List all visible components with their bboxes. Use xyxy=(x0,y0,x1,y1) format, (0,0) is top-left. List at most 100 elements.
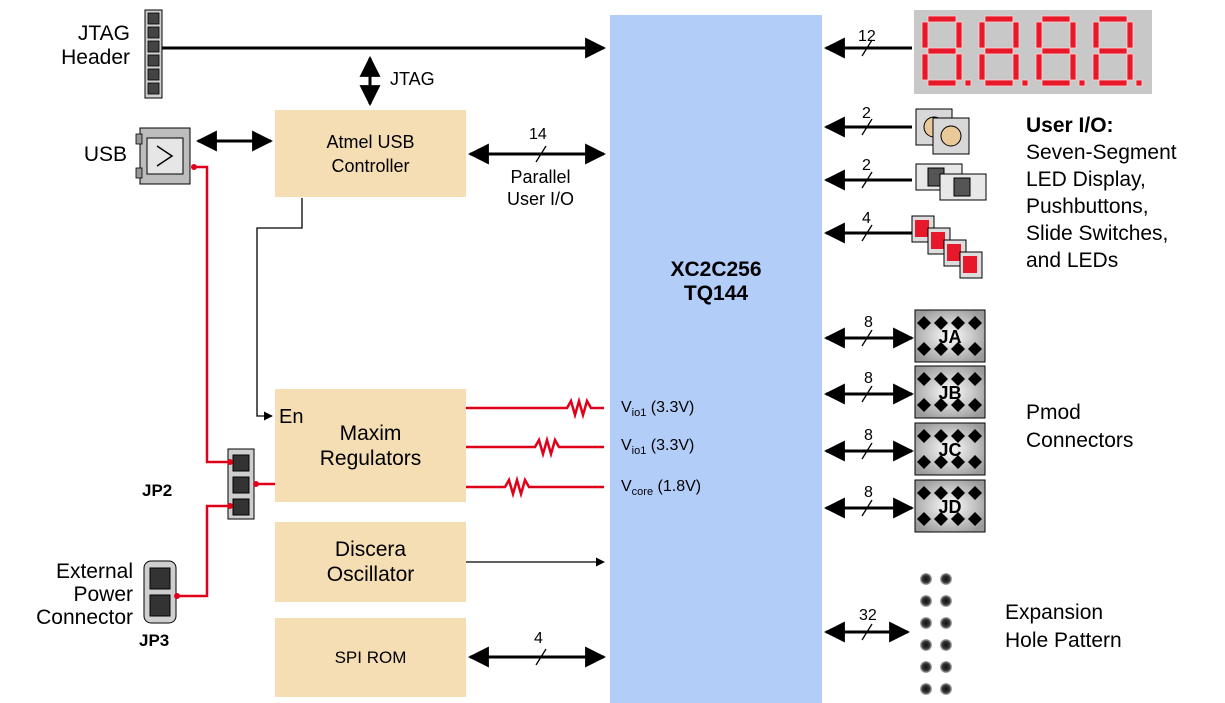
expansion-hole xyxy=(940,617,952,629)
seven-segment-segment xyxy=(1012,21,1020,49)
slide-switches-icon xyxy=(915,163,987,201)
seven-segment-segment xyxy=(1092,21,1100,49)
seven-segment-segment xyxy=(1098,79,1128,87)
seven-segment-segment xyxy=(1098,15,1128,23)
fpga-part: XC2C256 xyxy=(670,258,762,281)
seven-segment-segment xyxy=(1069,53,1077,81)
seven-segment-dot xyxy=(1135,79,1143,87)
seven-segment-segment xyxy=(921,21,929,49)
vio1-label-1: Vio1 (3.3V) xyxy=(621,399,695,420)
seven-segment-segment xyxy=(927,15,957,23)
power-wiring xyxy=(176,165,604,598)
pmod-connector-icon: JB xyxy=(914,365,986,419)
expansion-hole xyxy=(940,573,952,585)
parallel-bus-width: 14 xyxy=(529,126,547,143)
jtag-header-icon xyxy=(144,9,163,99)
switches-bus-width: 2 xyxy=(862,157,871,174)
pmod-letter: JA xyxy=(938,327,961,347)
seven-segment-dot xyxy=(1078,79,1086,87)
expansion-bus-width: 32 xyxy=(859,607,877,624)
seven-segment-segment xyxy=(1126,53,1134,81)
seven-segment-segment xyxy=(1069,21,1077,49)
jtag-header-line1: JTAG xyxy=(77,22,130,45)
expansion-line2: Hole Pattern xyxy=(1005,629,1122,652)
seven-segment-display-icon xyxy=(914,10,1152,94)
jp2-jumper-icon xyxy=(227,448,255,520)
jtag-header-line2: Header xyxy=(61,46,130,69)
buttons-bus-width: 2 xyxy=(862,105,871,122)
seven-segment-segment xyxy=(921,53,929,81)
seven-segment-segment xyxy=(1092,53,1100,81)
fpga-package: TQ144 xyxy=(683,282,749,305)
discera-line1: Discera xyxy=(334,538,407,561)
pmod-letter: JC xyxy=(938,440,961,460)
fpga-label: XC2C256 TQ144 xyxy=(610,258,822,306)
seven-segment-segment xyxy=(955,21,963,49)
pmod-connector-icon: JC xyxy=(914,422,986,476)
ext-power-line3: Connector xyxy=(36,606,133,629)
seven-segment-segment xyxy=(1098,47,1128,55)
pmod-jb-bus-width: 8 xyxy=(864,370,873,387)
seven-segment-segment xyxy=(1035,53,1043,81)
user-io-item-3: Pushbuttons, xyxy=(1026,195,1149,218)
vcore-label: Vcore (1.8V) xyxy=(621,478,702,499)
seven-segment-segment xyxy=(978,53,986,81)
pmod-connector-icon: JD xyxy=(914,479,986,533)
seven-segment-segment xyxy=(1012,53,1020,81)
user-io-title: User I/O: xyxy=(1026,114,1114,137)
expansion-hole xyxy=(920,573,932,585)
external-power-label: External Power Connector xyxy=(10,560,133,629)
expansion-hole xyxy=(920,617,932,629)
user-io-item-5: and LEDs xyxy=(1026,249,1119,272)
seven-segment-segment xyxy=(1041,47,1071,55)
expansion-hole xyxy=(940,595,952,607)
pmod-letter: JB xyxy=(938,383,961,403)
seven-segment-segment xyxy=(1041,79,1071,87)
seven-segment-segment xyxy=(927,47,957,55)
user-io-item-1: Seven-Segment xyxy=(1026,141,1177,164)
expansion-hole xyxy=(920,639,932,651)
parallel-user-io-label: Parallel User I/O xyxy=(478,166,603,210)
spi-bus-width: 4 xyxy=(534,630,543,647)
seven-segment-segment xyxy=(1126,21,1134,49)
expansion-holes-icon xyxy=(920,573,952,695)
expansion-hole xyxy=(940,683,952,695)
spi-rom-block: SPI ROM xyxy=(275,618,466,697)
seven-segment-segment xyxy=(984,47,1014,55)
seven-segment-segment xyxy=(927,79,957,87)
seven-segment-segment xyxy=(1041,15,1071,23)
expansion-hole xyxy=(920,661,932,673)
expansion-hole xyxy=(940,639,952,651)
pmod-line1: Pmod xyxy=(1026,401,1081,424)
pmod-jd-bus-width: 8 xyxy=(864,484,873,501)
parallel-line1: Parallel xyxy=(510,167,571,187)
leds-icon xyxy=(911,215,983,279)
pmod-ja-bus-width: 8 xyxy=(864,314,873,331)
parallel-line2: User I/O xyxy=(506,189,574,209)
jtag-header-label: JTAG Header xyxy=(30,22,130,70)
usb-connector-icon xyxy=(135,127,191,185)
seven-segment-segment xyxy=(1035,21,1043,49)
usb-ctrl-line1: Atmel USB xyxy=(326,131,415,152)
jp2-label: JP2 xyxy=(142,481,173,500)
maxim-line1: Maxim xyxy=(339,421,402,445)
jp3-label: JP3 xyxy=(139,631,170,650)
pmod-connector-icon: JA xyxy=(914,309,986,363)
ext-power-line1: External xyxy=(55,560,133,583)
expansion-label: Expansion Hole Pattern xyxy=(1005,599,1122,655)
pmod-label: Pmod Connectors xyxy=(1026,399,1133,455)
usb-ctrl-line2: Controller xyxy=(331,155,410,176)
seven-segment-dot xyxy=(1021,79,1029,87)
pmod-jc-bus-width: 8 xyxy=(864,427,873,444)
pmod-letter: JD xyxy=(938,497,961,517)
leds-bus-width: 4 xyxy=(862,210,871,227)
pmod-connectors: JA JB JC JD xyxy=(914,309,986,533)
usb-label: USB xyxy=(83,143,127,166)
ext-power-line2: Power xyxy=(73,583,133,606)
pushbuttons-icon xyxy=(915,108,970,155)
jp3-power-connector-icon xyxy=(143,560,177,624)
fpga-block xyxy=(610,15,822,703)
